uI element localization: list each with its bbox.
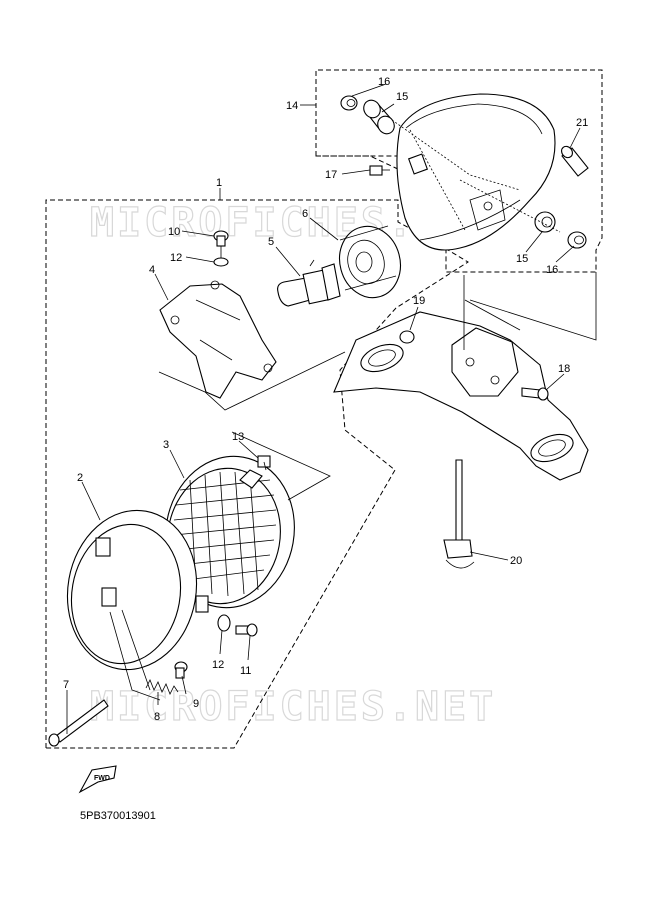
watermark-bottom: MICROFICHES.NET <box>90 684 496 730</box>
headlight-rim-2 <box>66 509 209 671</box>
callout-1: 1 <box>216 177 222 189</box>
mount-bracket-4 <box>159 280 277 399</box>
assembly-1-boundary <box>45 199 469 749</box>
callout-15-bottom: 15 <box>516 253 528 265</box>
callout-20: 20 <box>510 555 522 567</box>
collar-15-bottom <box>534 211 556 233</box>
fwd-direction-arrow: FWD <box>78 765 117 794</box>
screw-11 <box>235 623 258 637</box>
lens-lead-lines <box>231 431 331 501</box>
callout-10: 10 <box>168 226 180 238</box>
washer-12-bottom <box>217 614 231 632</box>
bracket-shell-lines <box>463 272 597 350</box>
callout-6: 6 <box>302 208 308 220</box>
headlight-shell <box>396 93 556 251</box>
callout-11: 11 <box>240 665 251 677</box>
bushing-16-top <box>340 95 358 111</box>
callout-16-top: 16 <box>378 76 390 88</box>
callout-15-top: 15 <box>396 91 408 103</box>
callout-numbers: 1 2 3 4 5 6 7 8 9 10 11 12 12 13 14 15 1… <box>63 76 588 723</box>
assembly-14-divider <box>316 155 401 171</box>
diagram-code: 5PB370013901 <box>80 810 156 822</box>
pin-21 <box>561 145 589 177</box>
headlight-stay-bracket <box>333 311 589 481</box>
callout-16-bottom: 16 <box>546 264 558 276</box>
cable-tie-20 <box>443 459 475 569</box>
nut-13 <box>257 455 271 468</box>
rim-lead-lines <box>109 609 161 701</box>
screw-9 <box>174 661 188 679</box>
callout-12-top: 12 <box>170 252 182 264</box>
spring-8 <box>145 679 179 695</box>
bulb-5 <box>277 259 341 307</box>
callout-14: 14 <box>286 100 298 112</box>
bushing-16-bottom <box>567 231 587 249</box>
callout-5: 5 <box>268 236 274 248</box>
screw-17 <box>369 165 390 176</box>
callout-3: 3 <box>163 439 169 451</box>
bulb-socket-6 <box>339 225 401 299</box>
callout-2: 2 <box>77 472 83 484</box>
collar-15-top <box>363 99 395 135</box>
screw-7 <box>48 699 109 747</box>
callout-18: 18 <box>558 363 570 375</box>
callout-8: 8 <box>154 711 160 723</box>
nut-19 <box>399 330 415 344</box>
callout-4: 4 <box>149 264 155 276</box>
callout-9: 9 <box>193 698 199 710</box>
bolt-18 <box>521 387 549 401</box>
callout-12-bottom: 12 <box>212 659 224 671</box>
callout-13: 13 <box>232 431 244 443</box>
callout-17: 17 <box>325 169 337 181</box>
bracket4-lead-lines <box>158 246 346 411</box>
washer-12-top <box>213 257 229 267</box>
callout-19: 19 <box>413 295 425 307</box>
alignment-lines-14 <box>391 119 561 233</box>
callout-7: 7 <box>63 679 69 691</box>
fwd-label: FWD <box>94 775 110 782</box>
callout-21: 21 <box>576 117 588 129</box>
leader-lines <box>66 83 581 734</box>
